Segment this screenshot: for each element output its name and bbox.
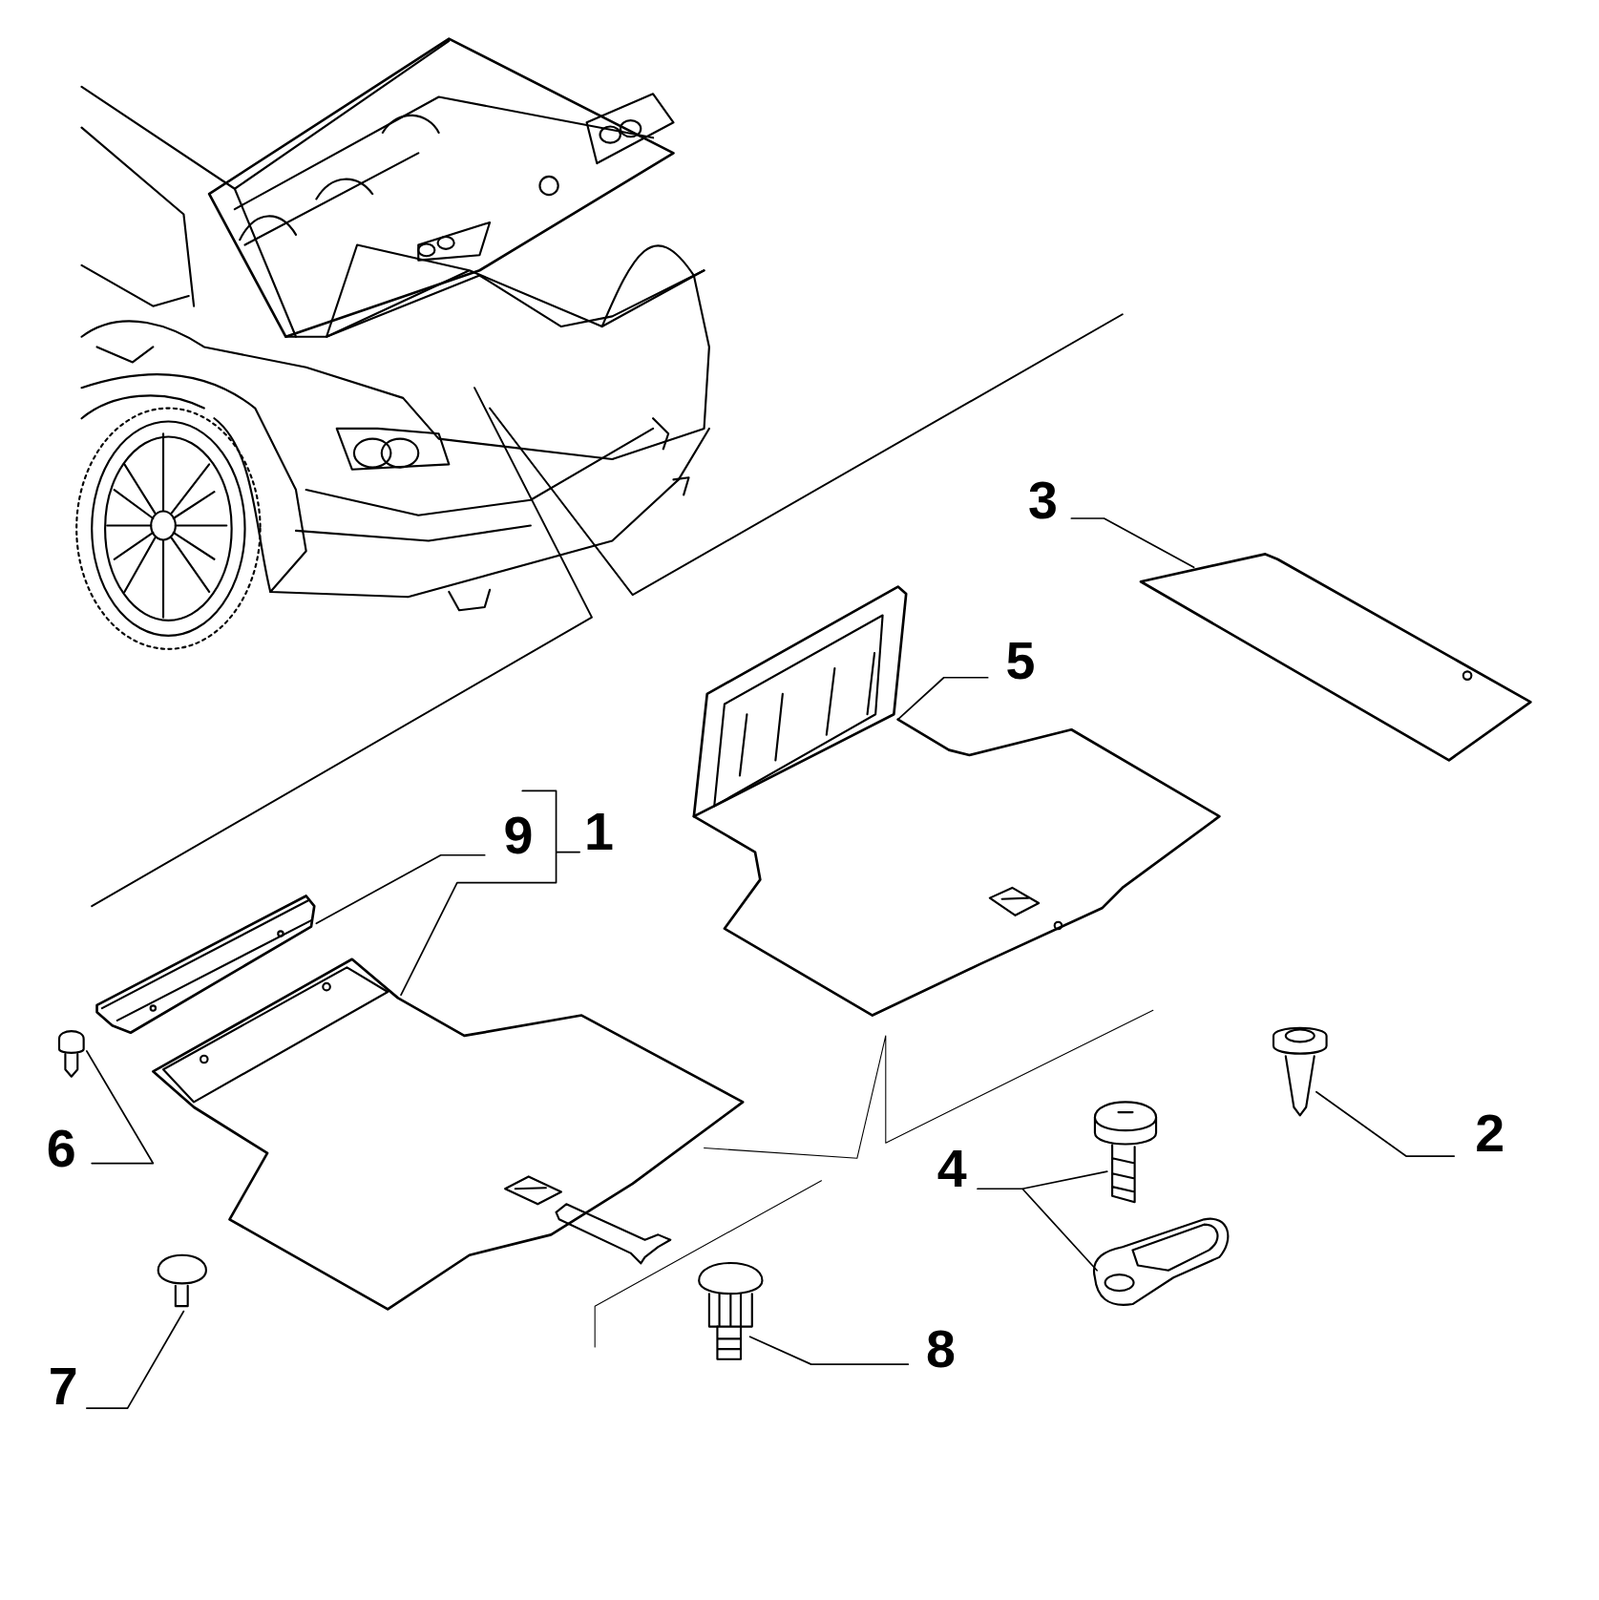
line-art	[1094, 1101, 1157, 1131]
line-art	[175, 1285, 189, 1306]
line-art	[326, 245, 704, 337]
line-art	[1054, 922, 1062, 929]
line-art	[59, 1030, 85, 1053]
callout-number: 2	[1474, 1106, 1505, 1160]
line-art	[91, 314, 1123, 906]
line-art	[86, 1051, 153, 1164]
line-art	[158, 1255, 207, 1284]
line-art	[694, 719, 1220, 1016]
boot-mat	[152, 959, 743, 1310]
line-art	[504, 1176, 562, 1204]
line-art	[698, 1262, 762, 1294]
line-art	[277, 930, 283, 936]
line-art	[1105, 1274, 1135, 1291]
line-art	[86, 1311, 185, 1410]
line-art	[315, 855, 484, 925]
guide-lines	[594, 1009, 1154, 1347]
line-art	[1094, 1219, 1228, 1305]
callout-number: 4	[937, 1141, 968, 1196]
line-art	[163, 967, 388, 1102]
line-art	[150, 1005, 156, 1010]
line-art	[418, 93, 674, 260]
line-art	[448, 418, 689, 611]
callout-number: 3	[1028, 473, 1058, 527]
line-art	[82, 320, 613, 460]
callout-number: 1	[584, 804, 614, 859]
line-art	[709, 1293, 753, 1326]
line-art	[213, 418, 271, 592]
line-art	[716, 1326, 741, 1360]
callout-number: 9	[504, 808, 534, 863]
line-art	[1132, 1224, 1218, 1271]
detail-frame	[91, 314, 1123, 906]
callout-number: 6	[46, 1121, 77, 1176]
line-art	[898, 677, 989, 720]
line-art	[750, 1336, 909, 1365]
line-art	[1071, 518, 1194, 568]
line-art	[694, 587, 906, 818]
line-art	[1118, 1111, 1134, 1114]
line-art	[97, 895, 316, 1032]
line-art	[209, 39, 674, 337]
car-rear-view	[76, 39, 710, 650]
line-art	[1273, 1028, 1327, 1054]
line-art	[381, 439, 419, 468]
line-art	[82, 41, 450, 337]
line-art	[285, 270, 704, 337]
line-art	[76, 408, 260, 650]
line-art	[594, 1009, 1154, 1347]
line-art	[1285, 1030, 1315, 1043]
line-art	[438, 236, 455, 250]
line-art	[234, 97, 653, 246]
line-art	[150, 511, 176, 541]
mat-rail	[97, 895, 316, 1032]
callout-number: 8	[925, 1322, 956, 1376]
line-art	[400, 790, 580, 995]
line-art	[82, 346, 205, 419]
line-art	[64, 1053, 78, 1077]
line-art	[1316, 1092, 1454, 1157]
line-art	[152, 959, 743, 1310]
line-art	[322, 983, 330, 990]
line-art	[102, 900, 312, 1021]
line-art	[1140, 553, 1531, 760]
line-art	[106, 433, 227, 617]
line-art	[1463, 671, 1473, 680]
line-art	[977, 1171, 1108, 1271]
line-art	[620, 120, 641, 137]
line-art	[1112, 1144, 1136, 1202]
line-art	[739, 652, 875, 776]
boot-floor-panel	[1140, 553, 1531, 760]
line-art	[714, 615, 883, 807]
line-art	[1285, 1055, 1315, 1116]
line-art	[539, 176, 558, 195]
leader-lines	[86, 518, 1454, 1409]
line-art	[556, 1203, 672, 1263]
fasteners	[59, 1028, 1327, 1360]
callout-number: 7	[48, 1359, 79, 1413]
line-art	[336, 428, 450, 470]
line-art	[989, 887, 1039, 916]
line-art	[91, 420, 245, 635]
line-art	[239, 115, 439, 240]
line-art	[602, 245, 710, 460]
line-art	[1094, 1116, 1157, 1144]
line-art	[418, 243, 435, 256]
line-art	[600, 126, 621, 144]
callout-number: 5	[1005, 633, 1035, 688]
boot-mat-with-bulkhead	[694, 587, 1220, 1016]
line-art	[200, 1055, 208, 1063]
line-art	[295, 428, 653, 542]
